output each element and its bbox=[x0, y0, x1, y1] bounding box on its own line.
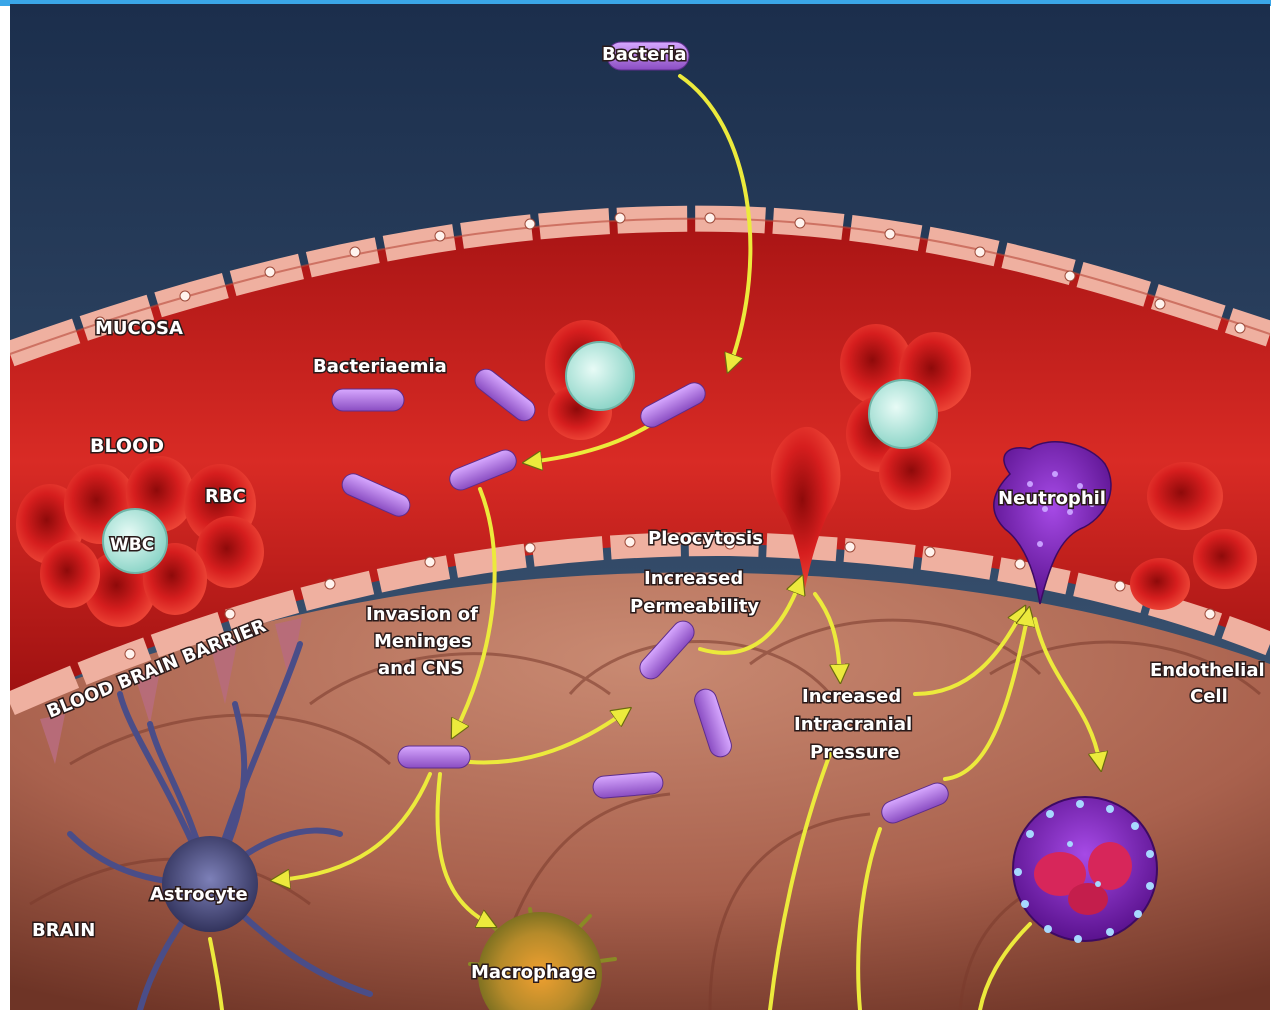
label-increased-icp-1: Increased bbox=[802, 686, 901, 707]
label-macrophage: Macrophage bbox=[471, 962, 596, 983]
label-increased-icp-2: Intracranial bbox=[794, 714, 912, 735]
wbc-cell-center bbox=[566, 342, 634, 410]
label-endothelial-1: Endothelial bbox=[1150, 660, 1265, 681]
label-pleocytosis: Pleocytosis bbox=[648, 528, 763, 549]
label-rbc: RBC bbox=[205, 486, 246, 507]
label-neutrophil: Neutrophil bbox=[998, 488, 1106, 509]
label-bacteria: Bacteria bbox=[602, 44, 687, 65]
activated-neutrophil bbox=[1013, 797, 1157, 943]
label-invasion-3: and CNS bbox=[378, 658, 463, 679]
label-increased-icp-3: Pressure bbox=[810, 742, 900, 763]
label-mucosa: MUCOSA bbox=[95, 318, 183, 339]
label-increased-permeability-1: Increased bbox=[644, 568, 743, 589]
wbc-cell-right bbox=[869, 380, 937, 448]
label-endothelial-2: Cell bbox=[1190, 686, 1228, 707]
label-bacteriaemia: Bacteriaemia bbox=[313, 356, 447, 377]
label-astrocyte: Astrocyte bbox=[150, 884, 248, 905]
meningitis-pathway-diagram: Bacteria MUCOSA Bacteriaemia BLOOD RBC W… bbox=[10, 4, 1270, 1010]
label-increased-permeability-2: Permeability bbox=[630, 596, 759, 617]
label-invasion-2: Meninges bbox=[374, 631, 472, 652]
label-blood: BLOOD bbox=[90, 435, 164, 457]
label-invasion-1: Invasion of bbox=[366, 604, 478, 625]
bacterium-blood-1 bbox=[332, 389, 404, 411]
label-brain: BRAIN bbox=[32, 920, 95, 941]
bacterium-brain-1 bbox=[398, 746, 470, 768]
label-wbc: WBC bbox=[110, 535, 154, 555]
